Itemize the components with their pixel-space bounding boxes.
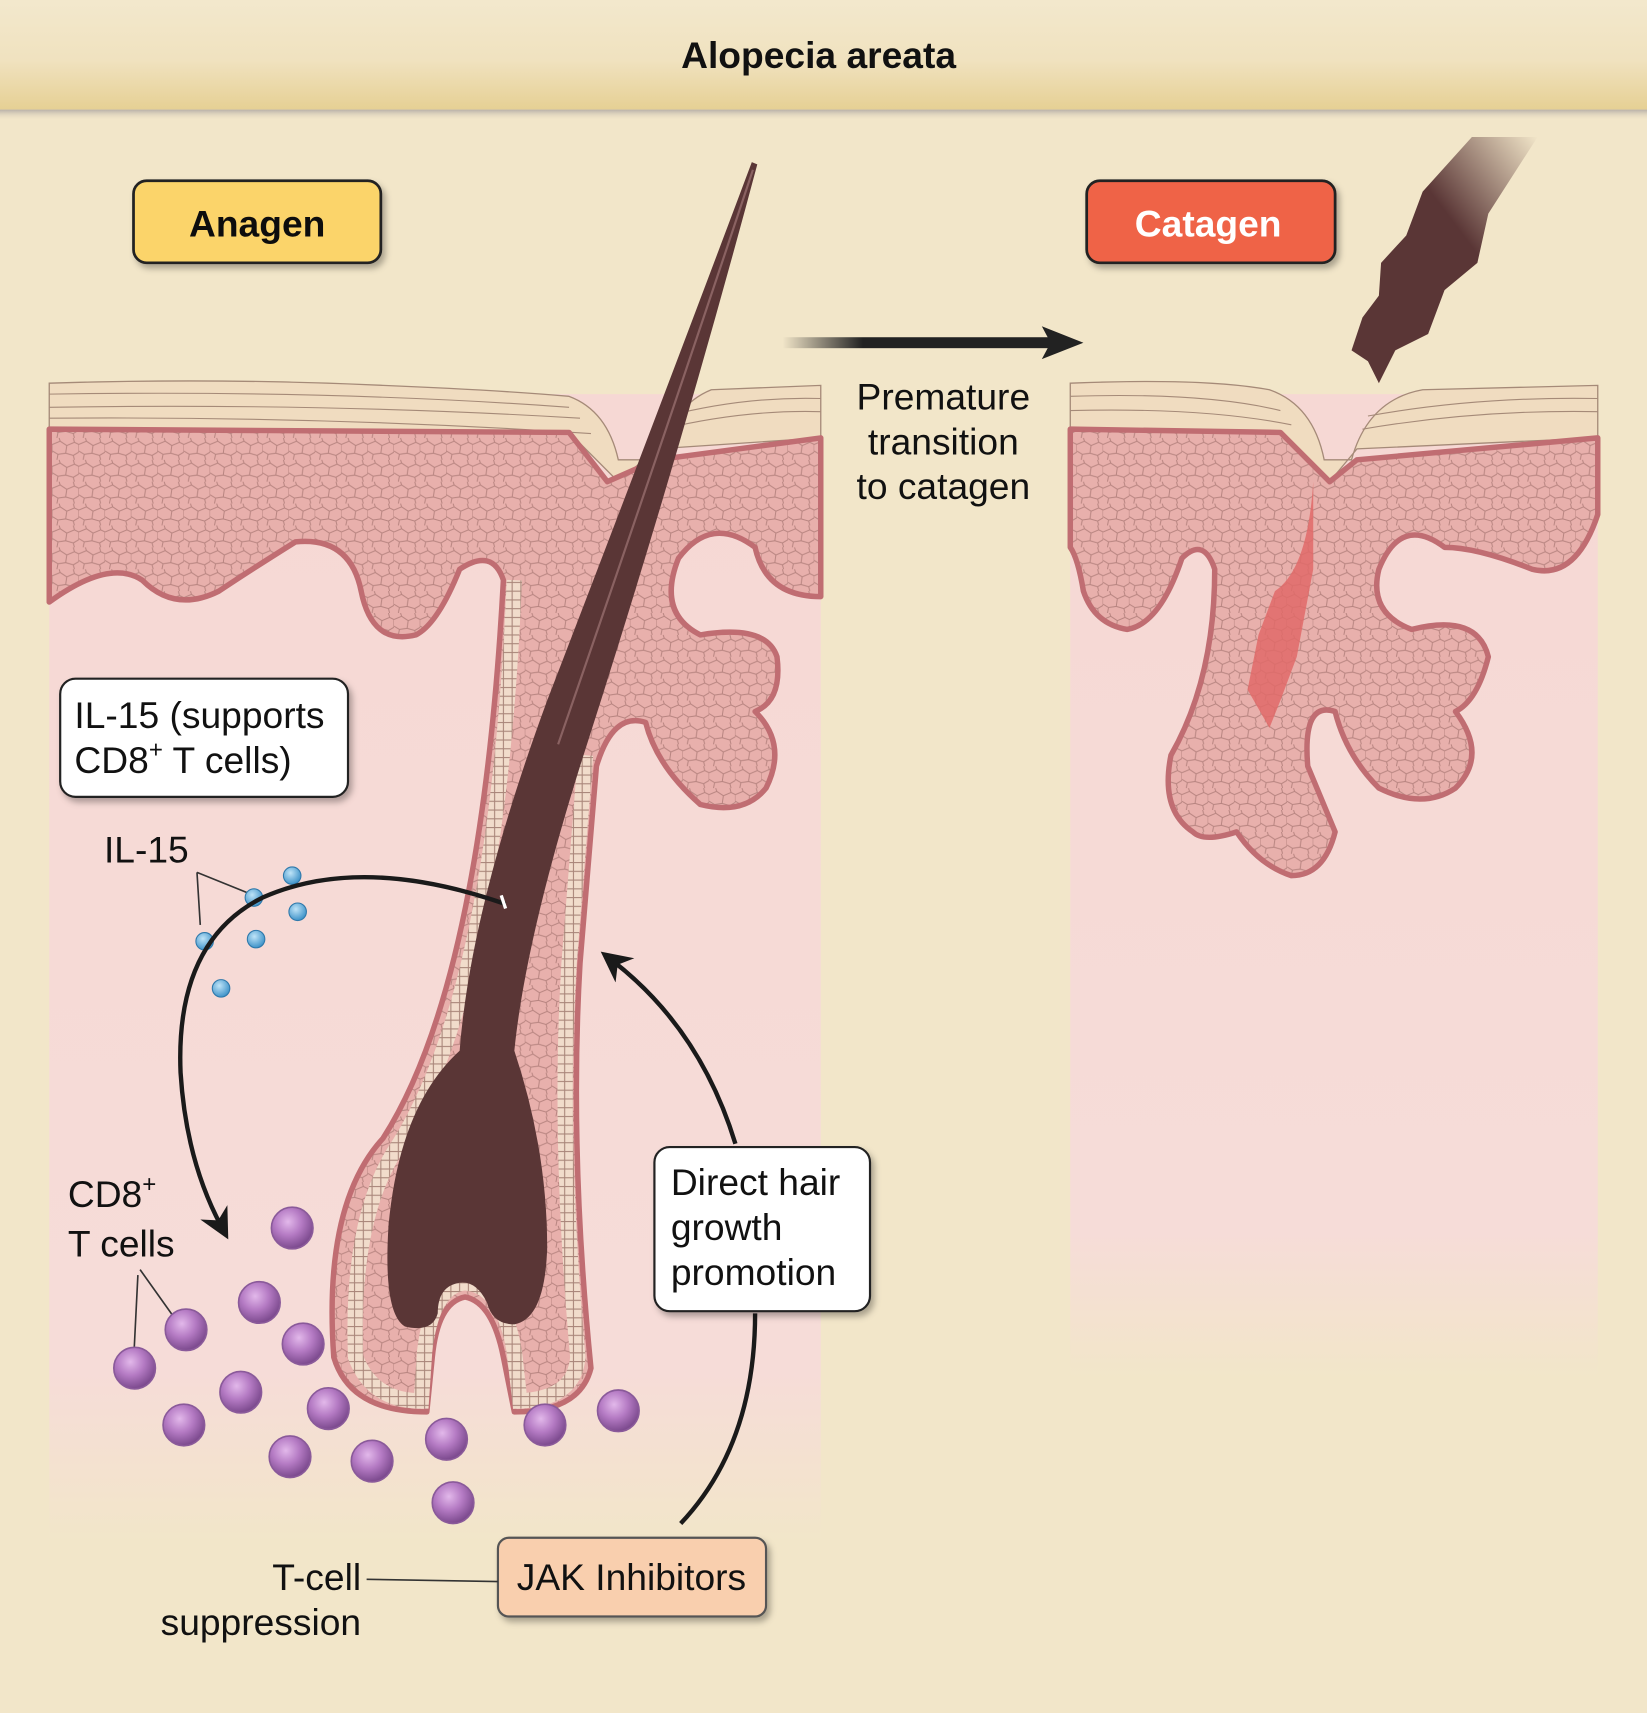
suppression-connector <box>366 1578 498 1583</box>
t-cell <box>112 1346 157 1390</box>
arrowhead-icon <box>1041 326 1084 360</box>
shed-hair-fragment <box>1351 136 1538 384</box>
il15-molecule <box>282 866 302 885</box>
jak-to-box-line <box>679 1313 758 1526</box>
anagen-label: Anagen <box>189 203 325 245</box>
jak-inhibitors-box <box>496 1536 768 1618</box>
t-cell <box>431 1481 475 1525</box>
il15-molecule <box>211 979 231 998</box>
il15-molecules <box>195 866 307 998</box>
transition-label: Premature transition to catagen <box>856 375 1030 507</box>
catagen-label: Catagen <box>1135 203 1282 245</box>
header: Alopecia areata <box>0 0 1647 121</box>
catagen-skin-panel <box>1067 136 1601 1380</box>
t-cell <box>162 1403 206 1447</box>
anagen-badge: Anagen <box>132 179 383 265</box>
t-cell <box>219 1370 263 1414</box>
t-cell <box>270 1206 314 1250</box>
t-cell <box>237 1280 281 1325</box>
t-cell <box>523 1403 567 1447</box>
cd8-t-cells <box>112 1206 640 1525</box>
t-cell <box>268 1435 312 1479</box>
growth-promotion-arrow <box>600 951 738 1145</box>
svg-text:growth: growth <box>671 1206 783 1248</box>
svg-text:transition: transition <box>868 420 1019 462</box>
epidermis-follicle <box>1067 426 1601 879</box>
jak-inhibitors-label: JAK Inhibitors <box>517 1556 746 1598</box>
svg-text:promotion: promotion <box>671 1251 836 1293</box>
il15-signal-arrow <box>178 875 507 1240</box>
svg-text:T-cell: T-cell <box>272 1556 361 1598</box>
svg-text:T cells: T cells <box>68 1222 175 1264</box>
svg-text:CD8+ T cells): CD8+ T cells) <box>74 736 291 780</box>
epidermis-follicle <box>46 426 824 1415</box>
t-cell <box>306 1386 350 1431</box>
svg-text:IL-15 (supports: IL-15 (supports <box>74 694 324 736</box>
t-cell <box>350 1439 394 1483</box>
svg-text:Premature: Premature <box>857 375 1031 417</box>
t-cell <box>424 1417 469 1461</box>
svg-text:to catagen: to catagen <box>856 465 1030 507</box>
t-cell <box>596 1389 640 1433</box>
svg-text:suppression: suppression <box>161 1601 362 1643</box>
anagen-skin-panel <box>46 162 824 1544</box>
t-cell <box>164 1308 208 1352</box>
t-cell <box>281 1322 325 1366</box>
diagram-title: Alopecia areata <box>681 34 956 76</box>
catagen-badge: Catagen <box>1085 179 1337 265</box>
il15-label: IL-15 <box>104 829 189 871</box>
direct-growth-box <box>653 1145 872 1313</box>
svg-text:Direct hair: Direct hair <box>671 1161 840 1203</box>
transition-arrow <box>782 326 1084 360</box>
tcell-label: CD8+ <box>68 1171 156 1215</box>
regressing-follicle <box>1247 481 1314 728</box>
hair-shaft <box>387 162 758 1329</box>
il15-info-box <box>59 677 350 798</box>
il15-molecule <box>288 902 307 922</box>
il15-molecule <box>246 929 266 949</box>
